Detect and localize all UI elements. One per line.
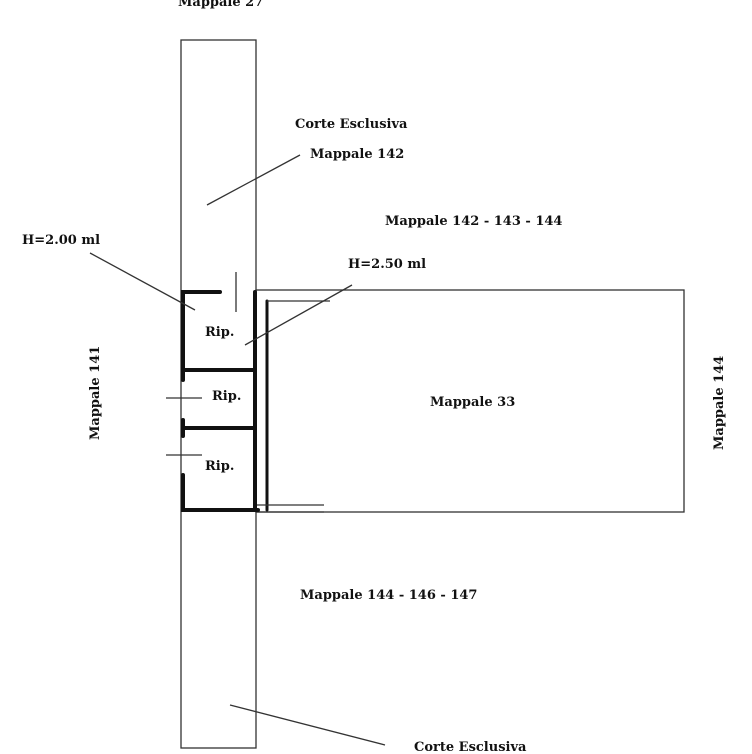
label-parcels-top: Mappale 142 - 143 - 144 xyxy=(385,214,562,229)
label-h250: H=2.50 ml xyxy=(348,257,426,272)
leader-corte-top xyxy=(206,154,301,206)
label-parcels-bottom: Mappale 144 - 146 - 147 xyxy=(300,588,477,603)
room-walls xyxy=(181,290,257,512)
room-label: Rip. xyxy=(205,325,234,340)
label-h200: H=2.00 ml xyxy=(22,233,100,248)
label-corte-top: Corte Esclusiva xyxy=(295,117,408,132)
room-label: Rip. xyxy=(212,389,241,404)
label-corte-bottom: Corte Esclusiva xyxy=(414,740,527,754)
label-mappale-141: Mappale 141 xyxy=(88,346,103,440)
leader-h250 xyxy=(244,284,353,346)
label-mappale-33: Mappale 33 xyxy=(430,395,515,410)
room-1-wall xyxy=(181,290,222,382)
leader-corte-bottom xyxy=(229,704,386,746)
leader-h200 xyxy=(89,252,196,311)
room-3-wall xyxy=(181,473,260,512)
inner-lines xyxy=(256,300,330,513)
room-label: Rip. xyxy=(205,459,234,474)
label-mappale-142: Mappale 142 xyxy=(310,147,404,162)
label-mappale-144: Mappale 144 xyxy=(712,356,727,450)
label-mappale-27: Mappale 27 xyxy=(178,0,263,10)
door-ticks xyxy=(166,272,237,456)
